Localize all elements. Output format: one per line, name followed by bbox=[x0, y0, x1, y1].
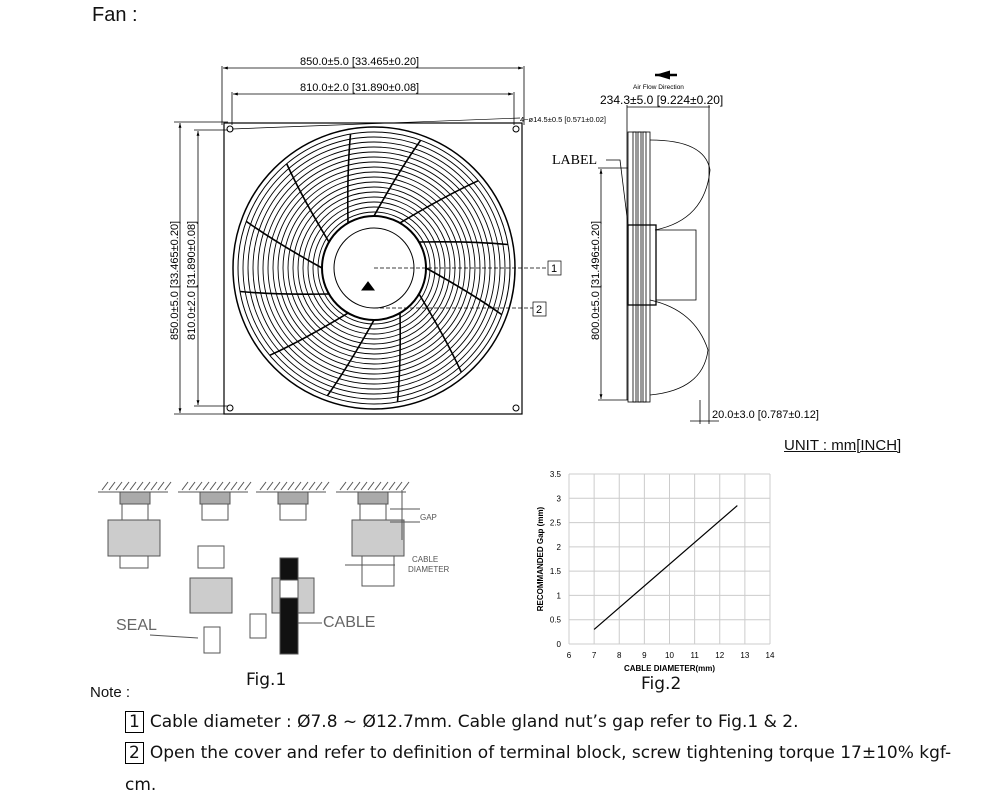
label-callout: LABEL bbox=[552, 153, 597, 168]
x-tick-label: 9 bbox=[642, 651, 647, 660]
callout-1: 1 bbox=[551, 263, 557, 275]
dim-depth: 234.3±5.0 [9.224±0.20] bbox=[600, 93, 723, 107]
series-line bbox=[593, 505, 738, 630]
x-tick-label: 6 bbox=[567, 651, 572, 660]
unit-label: UNIT : mm[INCH] bbox=[784, 437, 902, 454]
hole-spec: 4−ø14.5±0.5 [0.571±0.02] bbox=[520, 115, 606, 124]
section-title: Fan : bbox=[92, 4, 138, 26]
fig1-caption: Fig.1 bbox=[246, 670, 287, 690]
y-tick-label: 1 bbox=[557, 591, 562, 600]
x-tick-label: 13 bbox=[740, 651, 749, 660]
dimension-top bbox=[221, 66, 525, 125]
y-tick-label: 3.5 bbox=[550, 470, 562, 479]
x-axis-label: CABLE DIAMETER(mm) bbox=[624, 664, 715, 673]
cable-diameter-label-1: CABLE bbox=[412, 555, 438, 564]
dim-left-outer: 850.0±5.0 [33.465±0.20] bbox=[169, 221, 181, 340]
dim-top-inner: 810.0±2.0 [31.890±0.08] bbox=[300, 82, 419, 94]
fig2-caption: Fig.2 bbox=[641, 674, 682, 694]
y-tick-label: 2 bbox=[557, 543, 562, 552]
gap-label: GAP bbox=[420, 513, 437, 522]
fan-drawing: 850.0±5.0 [33.465±0.20] 810.0±2.0 [31.89… bbox=[169, 56, 819, 424]
x-tick-label: 12 bbox=[715, 651, 724, 660]
dimension-left bbox=[174, 121, 228, 415]
dim-left-inner: 810.0±2.0 [31.890±0.08] bbox=[186, 221, 198, 340]
x-tick-label: 10 bbox=[665, 651, 674, 660]
note-text: Open the cover and refer to definition o… bbox=[149, 743, 952, 763]
x-tick-label: 14 bbox=[766, 651, 775, 660]
y-tick-label: 0.5 bbox=[550, 616, 562, 625]
callouts bbox=[374, 260, 562, 317]
dim-offset: 20.0±3.0 [0.787±0.12] bbox=[712, 409, 819, 421]
cable-diameter-label-2: DIAMETER bbox=[408, 565, 450, 574]
y-tick-label: 1.5 bbox=[550, 567, 562, 576]
x-tick-label: 11 bbox=[690, 651, 699, 660]
dim-side-height: 800.0±5.0 [31.496±0.20] bbox=[590, 221, 602, 340]
note-number: 2 bbox=[125, 742, 144, 764]
note-continuation: cm. bbox=[125, 775, 157, 795]
seal-label: SEAL bbox=[116, 617, 157, 634]
y-tick-label: 0 bbox=[557, 640, 562, 649]
cable-gland-figure: GAP CABLE DIAMETER SEAL CABLE bbox=[98, 481, 450, 655]
fan-side-view bbox=[598, 105, 719, 424]
y-axis-label: RECOMMANDED Gap (mm) bbox=[536, 506, 545, 611]
airflow-label: Air Flow Direction bbox=[633, 84, 684, 91]
fan-front-view bbox=[223, 122, 523, 415]
callout-2: 2 bbox=[536, 304, 542, 316]
y-tick-label: 2.5 bbox=[550, 519, 562, 528]
x-tick-label: 8 bbox=[617, 651, 622, 660]
y-tick-label: 3 bbox=[557, 494, 562, 503]
x-tick-label: 7 bbox=[592, 651, 597, 660]
cable-label: CABLE bbox=[323, 614, 375, 631]
dim-top-outer: 850.0±5.0 [33.465±0.20] bbox=[300, 56, 419, 68]
note-text: Cable diameter : Ø7.8 ~ Ø12.7mm. Cable g… bbox=[149, 712, 799, 732]
note-number: 1 bbox=[125, 711, 144, 733]
note-heading: Note : bbox=[90, 684, 131, 701]
